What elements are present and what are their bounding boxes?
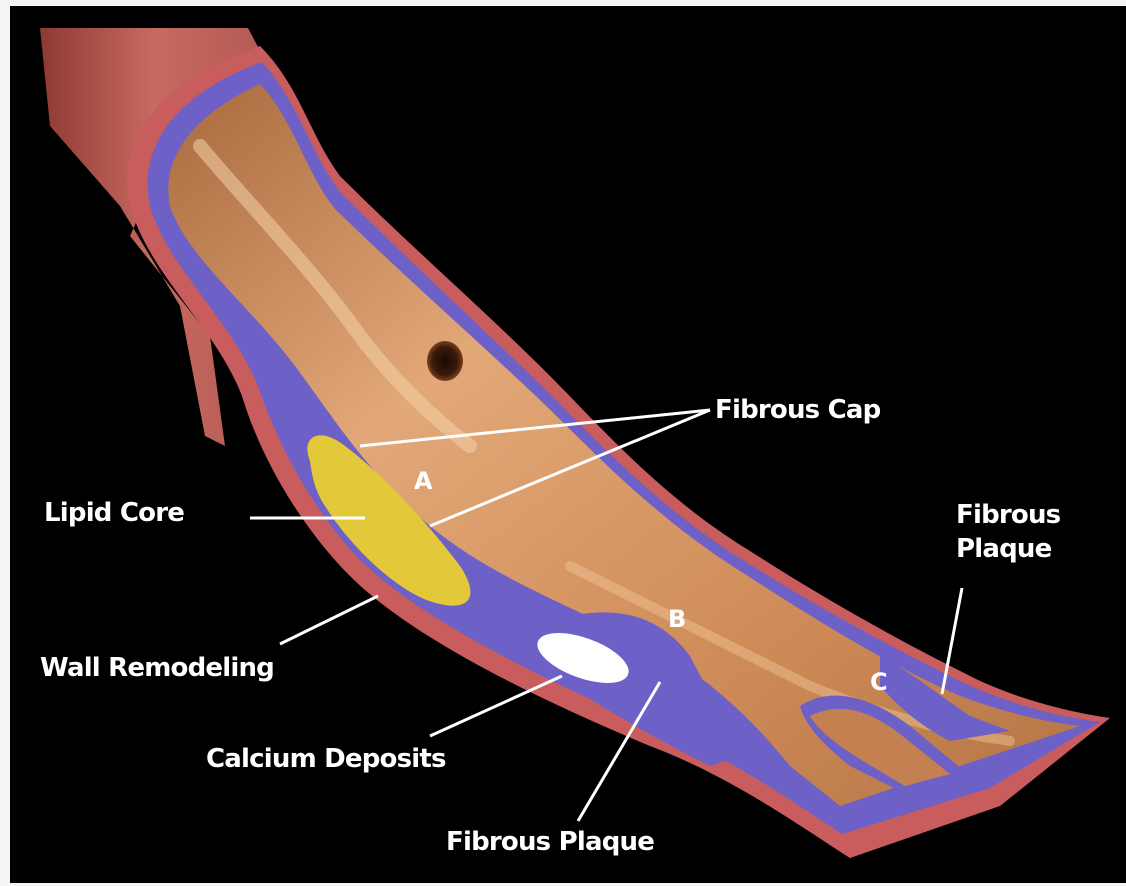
marker-c: C (870, 669, 888, 695)
artery-illustration (10, 6, 1126, 883)
marker-b: B (668, 606, 686, 632)
label-fibrous-cap: Fibrous Cap (715, 395, 880, 425)
label-calcium-deposits: Calcium Deposits (206, 744, 446, 774)
label-fibrous-plaque-bottom: Fibrous Plaque (446, 827, 654, 857)
leader-wall-remodeling (280, 596, 378, 644)
diagram-frame: Fibrous Cap Lipid Core Fibrous Plaque Wa… (10, 6, 1126, 883)
marker-a: A (414, 468, 433, 494)
label-fibrous-plaque-right-line1: Fibrous (956, 500, 1060, 530)
label-fibrous-plaque-right-line2: Plaque (956, 534, 1051, 564)
branch-ostium (427, 341, 463, 381)
label-wall-remodeling: Wall Remodeling (40, 653, 274, 683)
label-lipid-core: Lipid Core (44, 498, 184, 528)
leader-calcium-deposits (430, 676, 562, 736)
